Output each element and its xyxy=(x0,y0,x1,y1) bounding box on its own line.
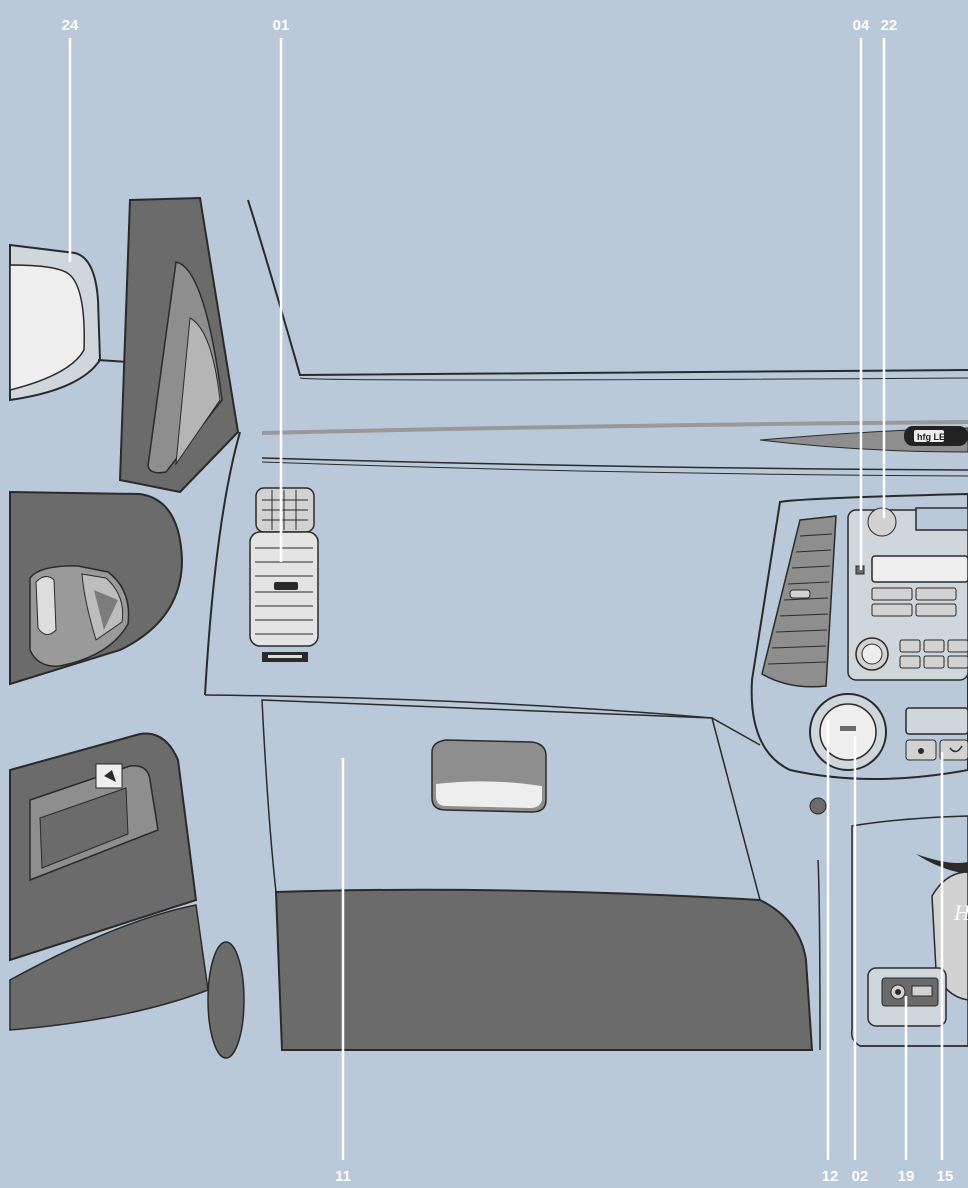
door-panel xyxy=(10,492,182,684)
callout-15: 15 xyxy=(937,1168,954,1185)
callout-11: 11 xyxy=(335,1168,351,1185)
lower-dash-panel xyxy=(276,890,812,1050)
dash-badge: hfg LE xyxy=(904,426,968,446)
callout-24: 24 xyxy=(62,17,79,34)
a-pillar xyxy=(120,198,238,492)
callout-22: 22 xyxy=(881,17,898,34)
dash-badge-label: hfg LE xyxy=(917,432,945,442)
left-air-vent xyxy=(250,488,318,662)
door-armrest xyxy=(10,734,244,1058)
callout-04: 04 xyxy=(853,17,870,34)
callout-12: 12 xyxy=(822,1168,839,1185)
glovebox xyxy=(262,700,760,900)
gear-knob-logo: H xyxy=(953,900,968,925)
side-mirror xyxy=(10,245,128,400)
callout-01: 01 xyxy=(273,17,290,34)
callout-19: 19 xyxy=(898,1168,915,1185)
callout-02: 02 xyxy=(852,1168,869,1185)
